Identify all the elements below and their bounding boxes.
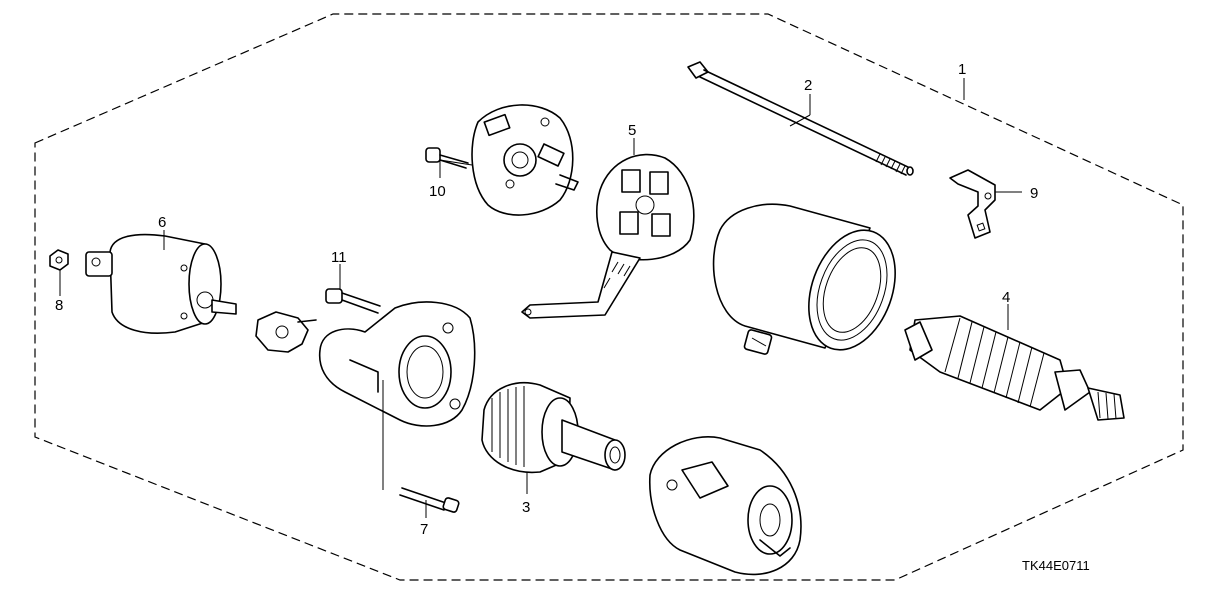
part-brush-holder — [521, 153, 695, 319]
callout-6: 6 — [158, 214, 166, 231]
callout-11: 11 — [331, 249, 347, 266]
drawing-code: TK44E0711 — [1022, 558, 1090, 573]
part-yoke — [712, 203, 896, 351]
callout-4: 4 — [1002, 289, 1010, 306]
callout-9: 9 — [1030, 185, 1038, 202]
callout-2: 2 — [804, 77, 812, 94]
callout-7: 7 — [420, 521, 428, 538]
callout-1: 1 — [958, 61, 966, 78]
part-solenoid — [85, 233, 237, 334]
part-drive-housing — [318, 301, 476, 427]
part-long-bolt — [325, 288, 381, 314]
assembly-boundary — [34, 13, 1184, 581]
part-bracket — [949, 169, 996, 239]
part-nut — [49, 249, 69, 271]
part-bolt — [399, 487, 460, 513]
callout-8: 8 — [55, 297, 63, 314]
part-armature — [904, 315, 1125, 421]
part-end-plate — [471, 104, 579, 216]
part-grommet — [743, 329, 773, 355]
part-clutch — [481, 381, 626, 474]
leader-lines — [59, 78, 1022, 518]
callout-labels: 1 2 3 4 5 6 7 8 9 10 11 — [55, 61, 1038, 538]
callout-3: 3 — [522, 499, 530, 516]
part-lever — [255, 311, 317, 353]
callout-10: 10 — [429, 183, 446, 200]
part-front-cover — [649, 436, 802, 576]
callout-5: 5 — [628, 122, 636, 139]
part-through-bolt — [687, 61, 914, 176]
part-small-screw — [425, 147, 469, 169]
